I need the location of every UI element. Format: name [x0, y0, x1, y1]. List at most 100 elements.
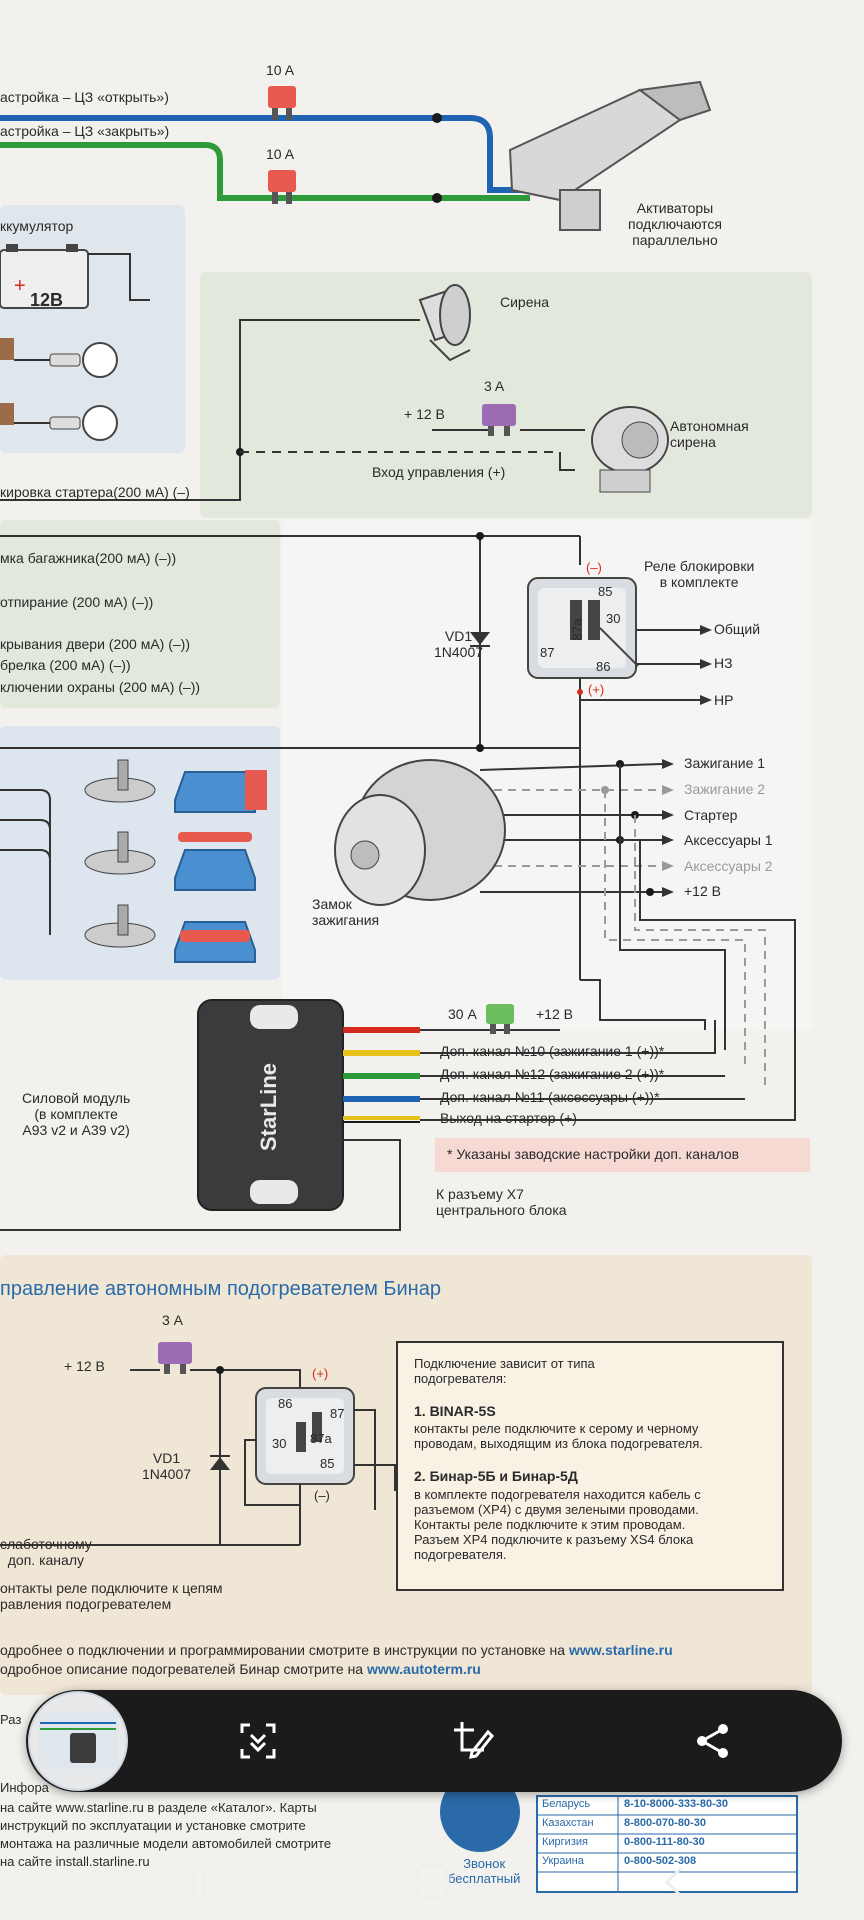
car-icon: [174, 770, 267, 813]
phone-row: 8-800-070-80-30: [624, 1817, 706, 1829]
wire-open-label: астройка – ЦЗ «открыть»): [0, 89, 169, 105]
relay-pin-87a: 87a: [569, 618, 585, 641]
relay-out-nc: НЗ: [714, 655, 733, 671]
fuse-3a-siren: [482, 404, 516, 436]
binar-pin-87a: 87a: [310, 1431, 332, 1446]
starter-label: Стартер: [684, 807, 738, 823]
siren-label: Сирена: [500, 294, 550, 310]
keyfob-label: брелка (200 мА) (–)): [0, 657, 131, 673]
binar-info-box: [396, 1341, 784, 1591]
relay-pin-87: 87: [540, 645, 555, 660]
phone-row: 8-10-8000-333-80-30: [624, 1798, 728, 1810]
back-button[interactable]: [644, 1862, 704, 1902]
relay-pin-30: 30: [606, 611, 621, 626]
screenshot-toolbar: [26, 1690, 842, 1792]
factory-note-box: [435, 1138, 810, 1172]
phone-table: [536, 1795, 798, 1893]
binar-relay-plus: (+): [312, 1366, 329, 1381]
share-icon: [697, 1724, 728, 1758]
diode-icon: [470, 632, 490, 647]
binar-pin-85: 85: [320, 1456, 335, 1471]
starter-block-label: кировка стартера(200 мА) (–): [0, 484, 190, 500]
home-icon: [414, 1864, 450, 1900]
car-icon: [174, 921, 256, 963]
phone-row: 0-800-502-308: [624, 1855, 697, 1867]
binar-fuse-label: 3 А: [162, 1312, 184, 1328]
info-line-3: инструкций по эксплуатации и установке с…: [0, 1818, 306, 1833]
low-current-label: слаботочному доп. каналу: [0, 1536, 92, 1568]
power-module-icon: [197, 999, 344, 1211]
scan-text-button[interactable]: [233, 1716, 283, 1766]
control-input-label: Вход управления (+): [372, 464, 506, 480]
info-heading: Инфора: [0, 1780, 49, 1795]
fuse-10a-bottom: [268, 170, 296, 204]
panel-outputs: [0, 520, 280, 708]
autonomous-siren-label: Автономная сирена: [670, 418, 749, 450]
recent-apps-button[interactable]: [164, 1862, 224, 1902]
factory-note: * Указаны заводские настройки доп. канал…: [447, 1146, 740, 1162]
power-module-label: Силовой модуль (в комплекте А93 v2 и А39…: [22, 1090, 131, 1138]
country-row: Киргизия: [542, 1836, 588, 1848]
siren-plus12: + 12 В: [404, 406, 445, 422]
binar-relay-minus: (–): [314, 1488, 330, 1503]
bulb-icon: [0, 338, 118, 378]
ignition-2-label: Зажигание 2: [684, 781, 766, 797]
phone-icon: [440, 1772, 520, 1852]
power-module-brand: StarLine: [256, 1062, 282, 1152]
relay-out-common: Общий: [714, 621, 761, 637]
x7-connector-label: К разъему Х7 центрального блока: [436, 1186, 567, 1218]
home-button[interactable]: [402, 1862, 462, 1902]
scan-text-icon: [240, 1723, 276, 1759]
info-line-4: монтажа на различные модели автомобилей …: [0, 1836, 332, 1851]
binar-pin-87: 87: [330, 1406, 345, 1421]
fuse-3a-binar: [158, 1342, 192, 1374]
free-call-label: Звонок бесплатный: [448, 1856, 521, 1886]
accessories-2-label: Аксессуары 2: [684, 858, 773, 874]
starline-link[interactable]: www.starline.ru: [568, 1642, 673, 1658]
footer-line-1-text: одробнее о подключении и программировани…: [0, 1642, 569, 1658]
wire-close-label: астройка – ЦЗ «закрыть»): [0, 123, 170, 139]
screenshot-thumbnail[interactable]: [28, 1691, 128, 1791]
panel-relay: [282, 520, 812, 1030]
car-icon: [174, 832, 256, 891]
diode-icon: [210, 1455, 230, 1470]
actuators-note: Активаторы подключаются параллельно: [628, 200, 722, 248]
crop-edit-button[interactable]: [448, 1716, 498, 1766]
country-row: Украина: [542, 1855, 584, 1867]
door-sensor-icon: [0, 759, 156, 830]
battery-title: ккумулятор: [0, 218, 74, 234]
relay-plus: (+): [588, 682, 605, 697]
channel-11-label: Доп. канал №11 (аксессуары (+))*: [440, 1089, 660, 1105]
recent-apps-icon: [182, 1870, 206, 1894]
binar-relay-icon: [255, 1387, 355, 1485]
autoterm-link[interactable]: www.autoterm.ru: [367, 1661, 481, 1677]
accessories-1-label: Аксессуары 1: [684, 832, 773, 848]
binar-pin-86: 86: [278, 1396, 293, 1411]
binar-box-text-1: контакты реле подключите к серому и черн…: [414, 1421, 703, 1451]
fuse-label-bottom: 10 A: [266, 146, 295, 162]
siren-fuse-label: 3 A: [484, 378, 505, 394]
starter-out-label: Выход на стартер (+): [440, 1110, 577, 1126]
door-open-label: крывания двери (200 мА) (–)): [0, 636, 190, 652]
fuse-10a-top: [268, 86, 296, 120]
channel-10-label: Доп. канал №10 (зажигание 1 (+))*: [440, 1043, 665, 1059]
unlock-label: отпирание (200 мА) (–)): [0, 594, 154, 610]
footer-line-2-text: одробное описание подогревателей Бинар с…: [0, 1661, 367, 1677]
actuator-icon: [508, 80, 712, 231]
share-button[interactable]: [688, 1716, 738, 1766]
info-line-2: на сайте www.starline.ru в разделе «Ката…: [0, 1800, 317, 1815]
binar-box-heading-2: 2. Бинар-5Б и Бинар-5Д: [414, 1468, 578, 1484]
binar-relay-note: онтакты реле подключите к цепям равления…: [0, 1580, 223, 1612]
relay-out-no: НР: [714, 692, 734, 708]
power-fuse-label: 30 А: [448, 1006, 477, 1022]
ignition-1-label: Зажигание 1: [684, 755, 766, 771]
autonomous-siren-icon: [591, 406, 669, 493]
relay-diode-label: VD1 1N4007: [434, 628, 484, 660]
ignition-plus12-label: +12 В: [684, 883, 721, 899]
system-navigation-bar: [0, 1840, 864, 1920]
footer-line-1: одробнее о подключении и программировани…: [0, 1642, 673, 1658]
binar-box-text-2: в комплекте подогревателя находится кабе…: [414, 1487, 701, 1562]
phone-row: 0-800-111-80-30: [624, 1836, 705, 1848]
back-icon: [664, 1866, 683, 1898]
